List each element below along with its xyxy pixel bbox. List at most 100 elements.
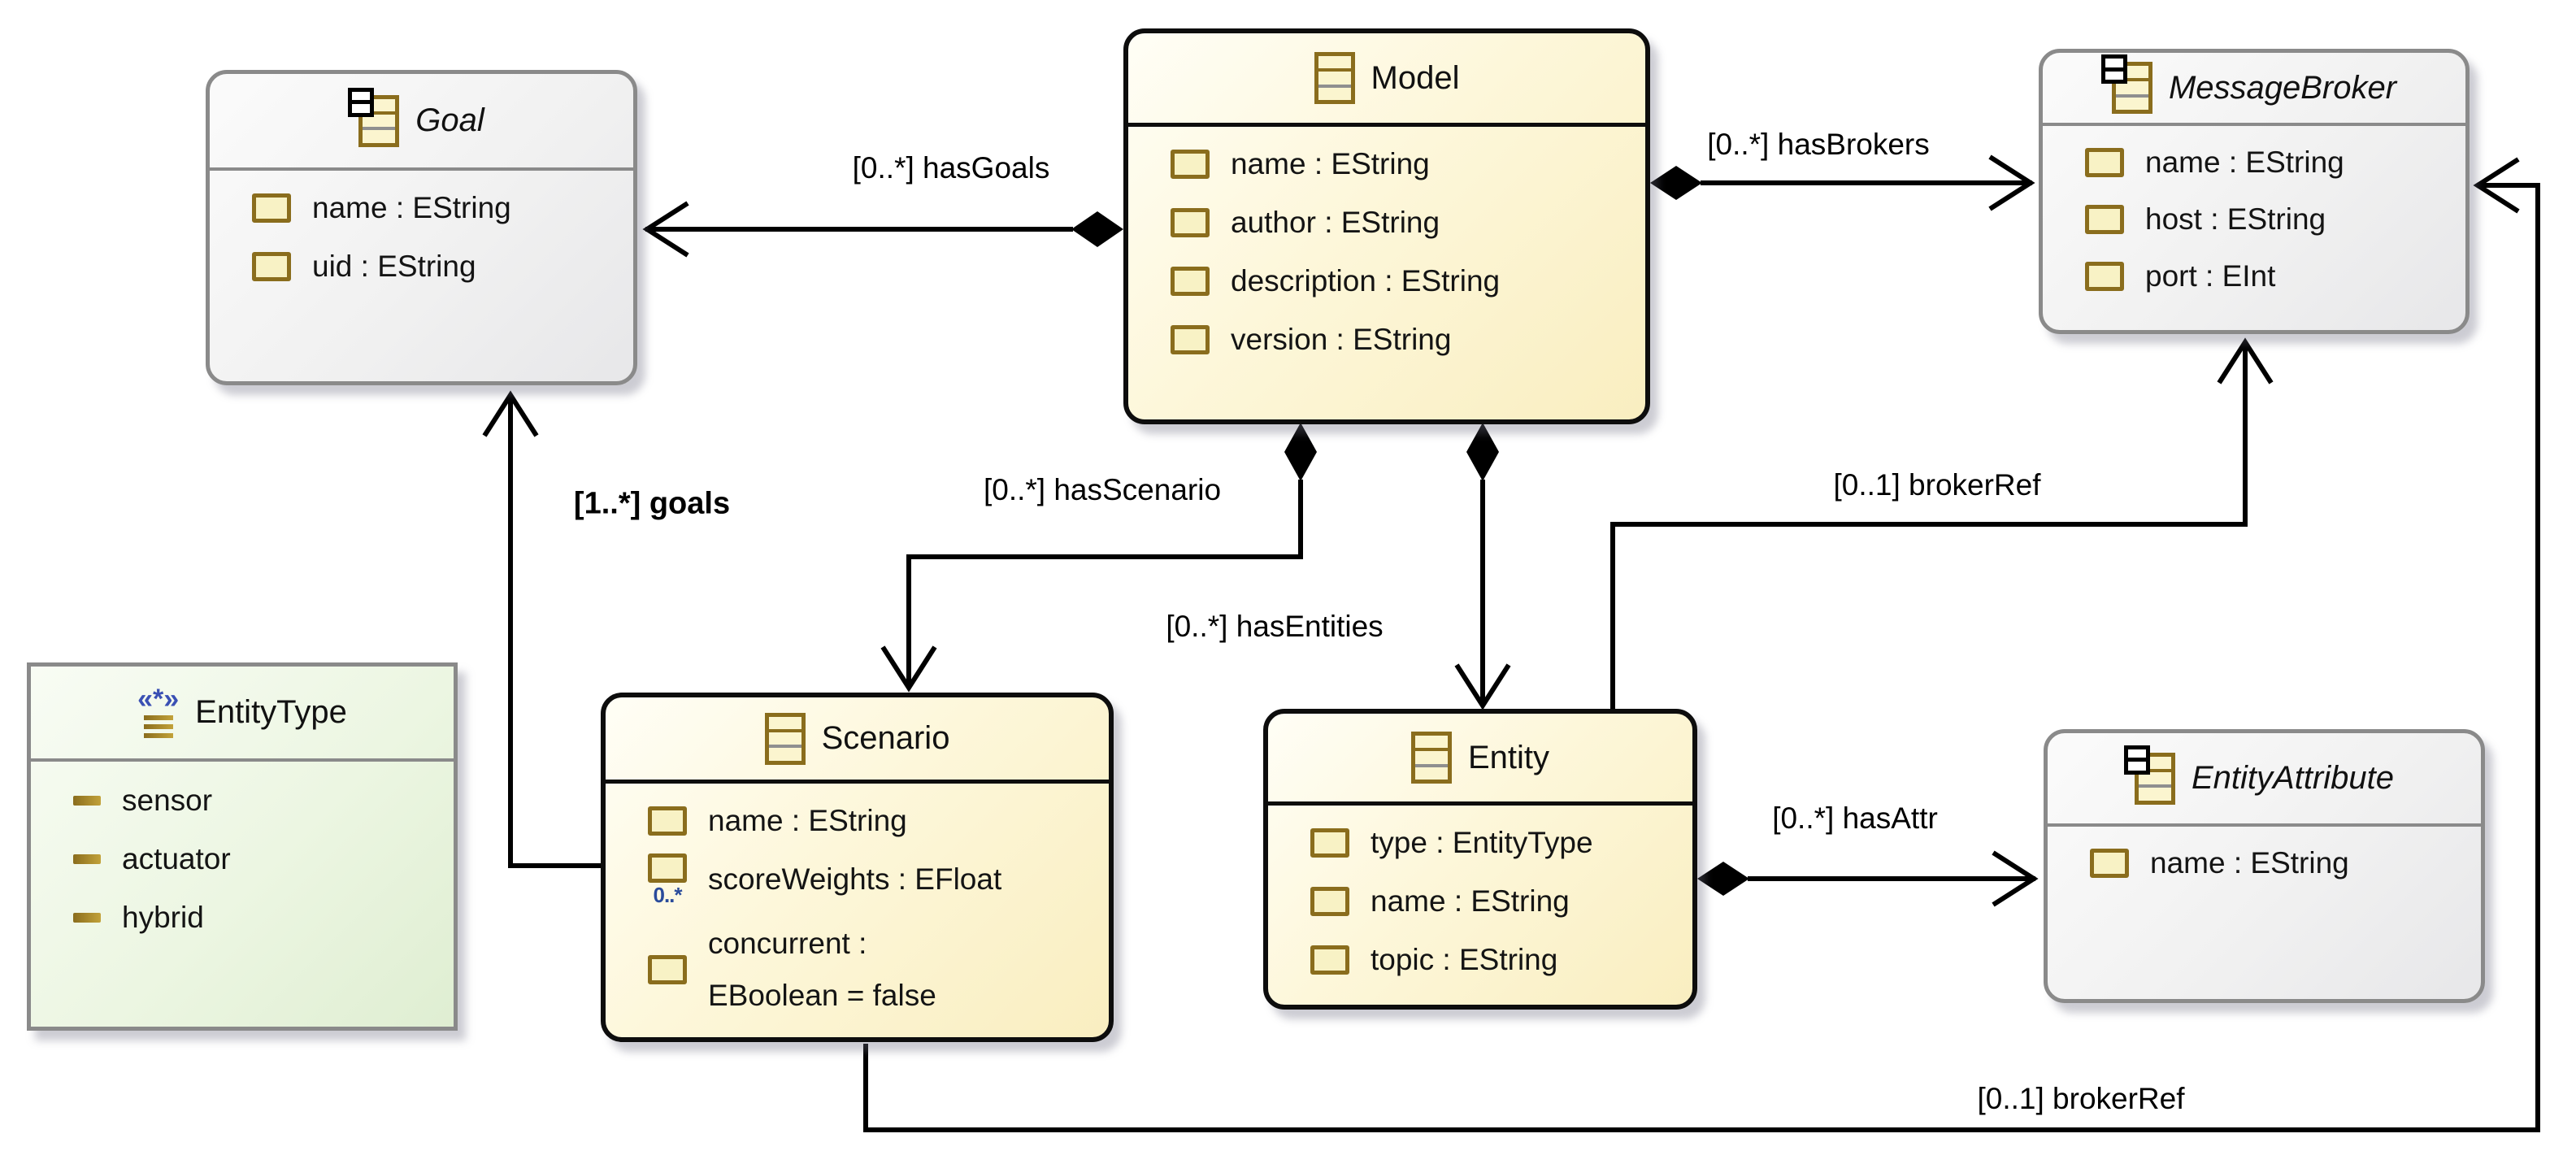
- abstract-badge-icon: [2123, 745, 2150, 775]
- edge-hasentities[interactable]: [1454, 423, 1511, 710]
- enum-title-entitytype: EntityType: [195, 694, 347, 730]
- eattribute-icon: [2085, 262, 2124, 291]
- arrowhead-hasscenario: [880, 645, 937, 693]
- eattribute-icon: [648, 955, 687, 984]
- eenum-icon: «*»: [137, 685, 179, 738]
- enum-header-entitytype: «*» EntityType: [31, 667, 454, 762]
- edge-label-goals[interactable]: [1..*] goals: [573, 486, 731, 521]
- edge-label-hasentities[interactable]: [0..*] hasEntities: [1166, 610, 1384, 643]
- arrowhead-hasbrokers: [1988, 154, 2035, 211]
- attribute-label: name : EString: [708, 804, 907, 837]
- eattribute-icon: [252, 193, 291, 223]
- class-title-entityattribute: EntityAttribute: [2191, 760, 2394, 796]
- edge-label-hasbrokers[interactable]: [0..*] hasBrokers: [1707, 128, 1930, 161]
- attribute-label: port : EInt: [2145, 259, 2276, 293]
- enum-literal-row[interactable]: sensor: [73, 771, 454, 830]
- edge-hasgoals[interactable]: [642, 201, 1123, 258]
- arrowhead-brokerref-scenario: [2473, 157, 2520, 214]
- enum-literal-row[interactable]: actuator: [73, 830, 454, 888]
- arrowhead-hasgoals: [642, 201, 689, 258]
- composition-diamond-hasentities: [1466, 423, 1499, 481]
- attribute-row[interactable]: description : EString: [1171, 252, 1645, 311]
- attribute-row[interactable]: author : EString: [1171, 193, 1645, 252]
- attribute-row[interactable]: name : EString: [1171, 135, 1645, 193]
- attribute-label: description : EString: [1231, 264, 1501, 298]
- attribute-label: uid : EString: [312, 250, 476, 283]
- attribute-row[interactable]: name : EString: [648, 792, 1109, 850]
- eclass-icon: [1410, 732, 1452, 784]
- attribute-row[interactable]: 0..* scoreWeights : EFloat: [648, 850, 1109, 909]
- class-node-goal[interactable]: Goal name : EString uid : EString: [206, 70, 637, 385]
- composition-diamond-hasattr: [1697, 862, 1749, 896]
- attribute-label: concurrent :: [708, 927, 867, 960]
- attribute-label: author : EString: [1231, 206, 1440, 239]
- attribute-label: host : EString: [2145, 202, 2326, 236]
- arrowhead-brokerref-entity: [2217, 337, 2274, 384]
- edge-goals-line[interactable]: [508, 395, 601, 868]
- class-node-entity[interactable]: Entity type : EntityType name : EString …: [1263, 709, 1697, 1010]
- attribute-label: name : EString: [2150, 846, 2349, 880]
- edge-label-hasscenario[interactable]: [0..*] hasScenario: [983, 473, 1222, 506]
- attribute-row[interactable]: type : EntityType: [1310, 814, 1692, 872]
- class-title-messagebroker: MessageBroker: [2168, 69, 2397, 106]
- attribute-row[interactable]: name : EString: [2090, 835, 2481, 892]
- edge-brokerref-entity-line[interactable]: [1610, 342, 2248, 709]
- class-node-scenario[interactable]: Scenario name : EString 0..* scoreWeight…: [601, 693, 1114, 1042]
- eclass-icon: [348, 87, 400, 147]
- attribute-label: name : EString: [1231, 147, 1430, 180]
- enum-literal-label: actuator: [122, 842, 231, 875]
- eenumliteral-icon: [73, 854, 101, 864]
- edge-label-hasgoals[interactable]: [0..*] hasGoals: [852, 151, 1050, 185]
- edge-hasattr[interactable]: [1697, 850, 2039, 907]
- class-node-messagebroker[interactable]: MessageBroker name : EString host : EStr…: [2039, 49, 2470, 334]
- edge-hasbrokers[interactable]: [1650, 154, 2035, 211]
- edge-brokerref-scenario[interactable]: [863, 157, 2540, 1132]
- eattribute-icon: [2085, 148, 2124, 177]
- class-header-goal: Goal: [210, 74, 633, 171]
- edge-brokerref-scenario-line[interactable]: [863, 183, 2540, 1132]
- composition-diamond-hasscenario: [1284, 423, 1317, 481]
- arrowhead-hasattr: [1992, 850, 2039, 907]
- attribute-row[interactable]: uid : EString: [252, 237, 633, 296]
- eattribute-icon: [1310, 887, 1349, 916]
- edge-label-hasattr[interactable]: [0..*] hasAttr: [1772, 801, 1938, 835]
- eattribute-icon: [648, 853, 687, 883]
- attribute-label: type : EntityType: [1371, 826, 1593, 859]
- edge-goals[interactable]: [482, 390, 601, 868]
- attribute-row[interactable]: concurrent : EBoolean = false: [648, 909, 1109, 1031]
- attribute-row[interactable]: port : EInt: [2085, 248, 2465, 305]
- class-title-entity: Entity: [1467, 739, 1550, 775]
- attribute-row[interactable]: name : EString: [2085, 134, 2465, 191]
- edge-hasscenario[interactable]: [880, 423, 1317, 693]
- arrowhead-goals: [482, 390, 539, 437]
- arrowhead-hasentities: [1454, 663, 1511, 710]
- eattribute-icon: [1310, 828, 1349, 858]
- eattribute-icon: [1171, 150, 1210, 179]
- attribute-row[interactable]: topic : EString: [1310, 931, 1692, 989]
- edge-brokerref-entity[interactable]: [1610, 337, 2274, 709]
- composition-diamond-hasbrokers: [1650, 166, 1702, 200]
- edge-label-brokerref-entity[interactable]: [0..1] brokerRef: [1833, 468, 2041, 502]
- class-title-goal: Goal: [415, 102, 484, 138]
- class-title-scenario: Scenario: [821, 720, 950, 756]
- class-node-model[interactable]: Model name : EString author : EString de…: [1123, 28, 1650, 424]
- edge-label-brokerref-scenario[interactable]: [0..1] brokerRef: [1977, 1082, 2185, 1115]
- enum-literal-row[interactable]: hybrid: [73, 888, 454, 947]
- eclass-icon: [1314, 52, 1355, 104]
- eclass-icon: [2123, 745, 2175, 805]
- attribute-row[interactable]: name : EString: [1310, 872, 1692, 931]
- edge-hasscenario-line[interactable]: [906, 480, 1303, 686]
- composition-diamond-hasgoals: [1071, 211, 1123, 247]
- attribute-row[interactable]: host : EString: [2085, 191, 2465, 248]
- class-node-entityattribute[interactable]: EntityAttribute name : EString: [2044, 729, 2485, 1003]
- eenumliteral-icon: [73, 913, 101, 923]
- eattribute-icon: [2090, 849, 2129, 878]
- eattribute-icon: [1171, 325, 1210, 354]
- enum-node-entitytype[interactable]: «*» EntityType sensor actuator hybrid: [27, 662, 458, 1031]
- class-header-scenario: Scenario: [606, 697, 1109, 784]
- class-title-model: Model: [1371, 59, 1460, 96]
- attribute-row[interactable]: version : EString: [1171, 311, 1645, 369]
- attribute-row[interactable]: name : EString: [252, 179, 633, 237]
